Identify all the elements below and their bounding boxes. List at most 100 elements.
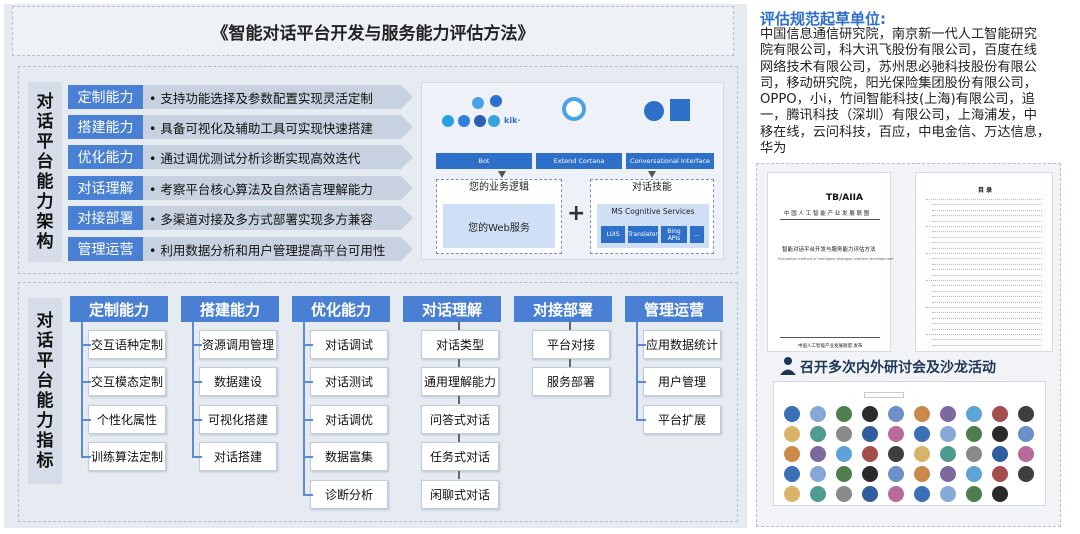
meeting-screenshot — [773, 381, 1046, 506]
participant-avatar — [836, 486, 852, 502]
indicator-item: 平台对接 — [532, 330, 610, 359]
tree-branch — [81, 419, 91, 421]
document-brand: TB/AIIA — [826, 193, 863, 203]
tree-branch — [303, 494, 313, 496]
indicator-category-head: 对接部署 — [514, 296, 612, 322]
drafting-line: 华为 — [760, 141, 787, 157]
business-logic-title: 您的业务逻辑 — [469, 182, 529, 193]
tree-connector — [192, 322, 194, 456]
plus-sign: + — [567, 201, 586, 226]
indicator-category-head: 管理运营 — [625, 296, 723, 322]
indicator-category-head: 优化能力 — [292, 296, 390, 322]
indicator-label-char: 平 — [36, 351, 54, 371]
participant-avatar — [784, 486, 800, 502]
drafting-line: 网络技术有限公司，苏州思必驰科技股份有限公 — [760, 59, 1037, 75]
tree-branch — [192, 344, 202, 346]
participant-avatar — [1018, 446, 1034, 462]
people-icon — [779, 356, 797, 376]
indicator-label: 对话平台能力指标 — [28, 298, 62, 484]
dialog-skill-title: 对话技能 — [632, 182, 672, 193]
tree-branch — [636, 344, 646, 346]
participant-avatar — [1018, 406, 1034, 422]
architecture-label-char: 平 — [36, 132, 54, 152]
cortana-bar: Extend Cortana — [536, 153, 622, 169]
participant-avatar — [784, 406, 800, 422]
skype-icon — [442, 115, 454, 127]
drafting-units: 中国信息通信研究院，南京新一代人工智能研究 院有限公司，科大讯飞股份有限公司，百… — [760, 27, 1060, 157]
tree-branch — [192, 419, 202, 421]
participant-avatar — [810, 406, 826, 422]
participant-avatar — [966, 446, 982, 462]
participant-avatar — [940, 406, 956, 422]
mail-icon — [474, 115, 486, 127]
cortana-icon — [562, 97, 586, 121]
toc-entry — [932, 301, 1042, 303]
indicator-item: 对话调优 — [310, 405, 388, 434]
capability-description: • 利用数据分析和用户管理提高平台可用性 — [143, 237, 413, 261]
participant-avatar — [914, 486, 930, 502]
indicator-item: 对话类型 — [421, 330, 499, 359]
tree-branch — [81, 381, 91, 383]
capability-description: • 具备可视化及辅助工具可实现快速搭建 — [143, 115, 413, 139]
participant-avatar — [992, 446, 1008, 462]
architecture-label-char: 能 — [36, 172, 54, 192]
participant-avatar — [810, 486, 826, 502]
toc-entry — [926, 280, 1042, 281]
participant-avatar — [784, 426, 800, 442]
down-arrow — [648, 171, 656, 178]
arch-row: 对话理解 • 考察平台核心算法及自然语言理解能力 — [68, 176, 413, 200]
participant-avatar — [914, 466, 930, 482]
indicator-item: 可视化搭建 — [199, 405, 277, 434]
participant-avatar — [888, 486, 904, 502]
toc-entry — [932, 290, 1042, 292]
seminar-title: 召开多次内外研讨会及沙龙活动 — [800, 360, 996, 376]
indicator-item: 数据建设 — [199, 367, 277, 396]
telegram-icon — [488, 115, 500, 127]
meeting-search-bar — [864, 392, 904, 398]
toc-entry — [926, 334, 1042, 335]
indicator-item: 训练算法定制 — [88, 442, 166, 471]
conversational-interface-bar: Conversational Interface — [626, 153, 714, 169]
participant-avatar — [940, 446, 956, 462]
drafting-title: 评估规范起草单位: — [760, 10, 886, 28]
toc-entry — [932, 317, 1042, 319]
toc-entry — [932, 215, 1042, 217]
participant-avatar — [966, 426, 982, 442]
capability-description: • 多渠道对接及多方式部署实现多方兼容 — [143, 206, 413, 230]
arch-row: 搭建能力 • 具备可视化及辅助工具可实现快速搭建 — [68, 115, 413, 139]
participant-avatar — [810, 446, 826, 462]
tree-branch — [303, 419, 313, 421]
dialog-skill-box: 对话技能 MS Cognitive Services LUIS Translat… — [590, 179, 714, 254]
architecture-section — [18, 66, 738, 274]
indicator-item: 用户管理 — [643, 367, 721, 396]
toc-entry — [932, 258, 1042, 260]
indicator-label-char: 标 — [36, 451, 54, 471]
toc-entry — [926, 253, 1042, 254]
document-title: 智能对话平台开发与服务能力评估方法 — [782, 247, 876, 253]
arch-row: 优化能力 • 通过调优测试分析诊断实现高效迭代 — [68, 145, 413, 169]
drafting-line: 院有限公司，科大讯飞股份有限公司，百度在线 — [760, 43, 1037, 59]
tree-branch — [636, 419, 646, 421]
toc-entry — [932, 312, 1042, 314]
flow-arrow — [458, 322, 460, 330]
store-icon — [670, 99, 690, 121]
arch-row: 管理运营 • 利用数据分析和用户管理提高平台可用性 — [68, 237, 413, 261]
toc-entry — [932, 231, 1042, 233]
toc-entry — [932, 263, 1042, 265]
architecture-label-char: 架 — [36, 212, 54, 232]
down-arrow — [498, 171, 506, 178]
indicator-item: 应用数据统计 — [643, 330, 721, 359]
participant-avatar — [888, 446, 904, 462]
toc-entry — [932, 242, 1042, 244]
globe-icon — [644, 101, 664, 121]
architecture-label-char: 台 — [36, 152, 54, 172]
page-title: 《智能对话平台开发与服务能力评估方法》 — [12, 6, 734, 56]
capability-tag: 定制能力 — [68, 85, 143, 109]
participant-avatar — [940, 426, 956, 442]
kik-logo: kik· — [504, 116, 521, 125]
toc-title: 目 录 — [978, 187, 993, 194]
participant-avatar — [862, 486, 878, 502]
toc-entry — [932, 220, 1042, 222]
indicator-item: 平台扩展 — [643, 405, 721, 434]
toc-entry — [932, 236, 1042, 238]
